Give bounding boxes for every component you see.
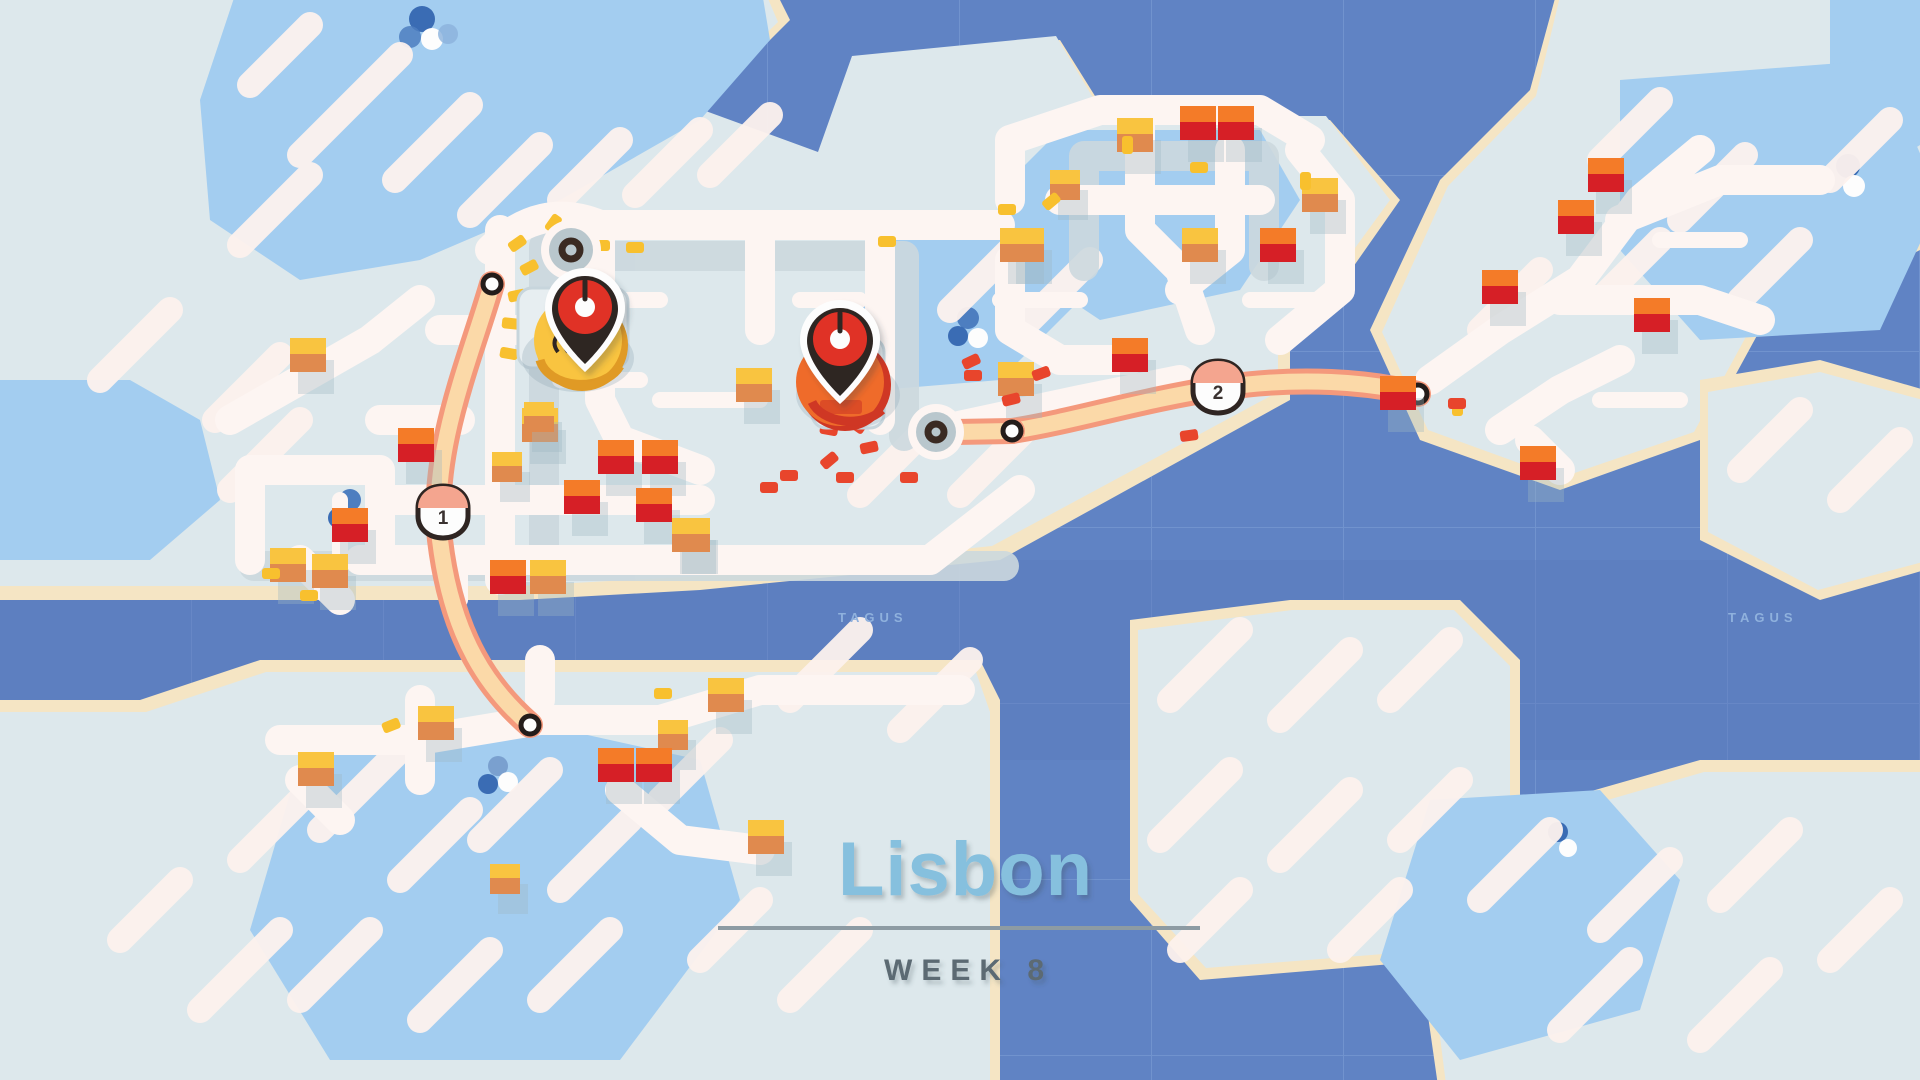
- water-label-tagus-left: TAGUS: [838, 610, 908, 625]
- waypoint-south-icon[interactable]: [518, 713, 542, 737]
- building: [564, 480, 608, 536]
- building: [598, 440, 642, 496]
- building: [298, 752, 342, 808]
- building: [748, 820, 792, 876]
- building: [1520, 446, 1564, 502]
- place-pin-stadium-yellow[interactable]: [545, 268, 625, 372]
- roundabout-northwest[interactable]: [541, 220, 601, 280]
- park-west: [0, 380, 220, 560]
- building: [490, 864, 528, 914]
- tree-cluster-north: [399, 6, 458, 50]
- building: [1218, 106, 1262, 162]
- landmass-east-mid: [1700, 360, 1920, 600]
- building: [1302, 178, 1346, 234]
- building: [1182, 228, 1226, 284]
- building: [1482, 270, 1526, 326]
- building: [1008, 228, 1052, 284]
- building: [1260, 228, 1304, 284]
- building: [1112, 338, 1156, 394]
- tree-cluster-south: [478, 756, 518, 794]
- route-badge-1[interactable]: 1: [415, 483, 471, 541]
- building: [674, 518, 718, 574]
- route-badge-2-label: 2: [1213, 383, 1224, 404]
- route-badge-2[interactable]: 2: [1190, 358, 1246, 416]
- building: [1634, 298, 1678, 354]
- building: [708, 678, 752, 734]
- route-badge-1-label: 1: [438, 508, 449, 529]
- place-pin-stadium-orange[interactable]: [800, 300, 880, 404]
- building: [524, 402, 562, 452]
- building: [998, 362, 1042, 418]
- building: [1588, 158, 1632, 214]
- roundabout-center[interactable]: [908, 404, 964, 460]
- building: [290, 338, 334, 394]
- page-title: Lisbon: [838, 827, 1093, 912]
- park-north-lake: [200, 0, 770, 280]
- building: [636, 748, 680, 804]
- waypoint-center-icon[interactable]: [1000, 419, 1024, 443]
- building: [418, 706, 462, 762]
- water-label-tagus-right: TAGUS: [1728, 610, 1798, 625]
- page-subtitle: WEEK 8: [884, 954, 1053, 987]
- city-title-block: Lisbon WEEK 8: [718, 827, 1200, 987]
- building: [332, 508, 376, 564]
- building: [312, 554, 356, 610]
- building: [398, 428, 442, 484]
- building: [490, 560, 534, 616]
- building: [1380, 376, 1424, 432]
- building: [736, 368, 780, 424]
- building: [530, 560, 574, 616]
- waypoint-north-icon[interactable]: [480, 272, 504, 296]
- car-group: [262, 136, 1466, 734]
- park-east: [1620, 60, 1920, 340]
- building: [492, 452, 530, 502]
- building-group[interactable]: [270, 106, 1678, 914]
- building: [1558, 200, 1602, 256]
